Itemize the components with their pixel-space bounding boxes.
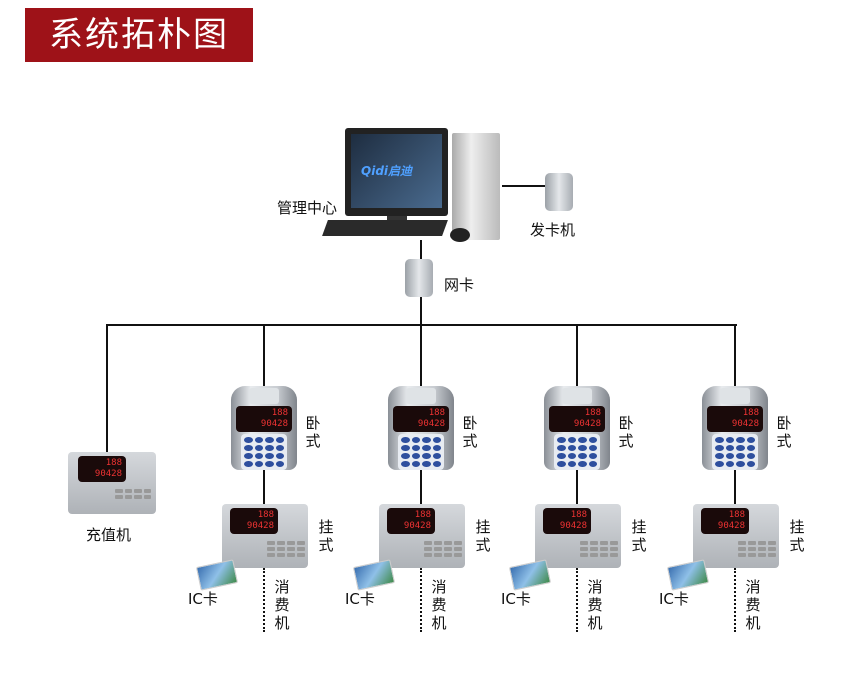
label-lie-type: 卧式: [618, 414, 634, 450]
network-card-icon: [405, 259, 433, 297]
label-wall-type: 挂式: [318, 518, 334, 554]
ic-card-icon: [666, 559, 710, 591]
label-ic-card: IC卡: [501, 590, 531, 608]
label-wall-type: 挂式: [789, 518, 805, 554]
label-lie-type: 卧式: [776, 414, 792, 450]
computer-icon: Qidi启迪: [322, 128, 505, 243]
label-ic-card: IC卡: [659, 590, 689, 608]
label-pos-machine: 消费机: [745, 578, 761, 632]
label-pos-machine: 消费机: [431, 578, 447, 632]
page-title: 系统拓朴图: [25, 8, 253, 62]
label-card-issuer: 发卡机: [530, 221, 576, 239]
ic-card-icon: [508, 559, 552, 591]
card-issuer-icon: [545, 173, 573, 211]
label-ic-card: IC卡: [345, 590, 375, 608]
label-ic-card: IC卡: [188, 590, 218, 608]
label-management: 管理中心: [277, 199, 338, 217]
label-lie-type: 卧式: [305, 414, 321, 450]
label-pos-machine: 消费机: [587, 578, 603, 632]
label-network-card: 网卡: [444, 276, 475, 294]
label-recharger: 充值机: [86, 526, 132, 544]
monitor-brand: Qidi启迪: [361, 164, 413, 178]
label-lie-type: 卧式: [462, 414, 478, 450]
label-wall-type: 挂式: [475, 518, 491, 554]
ic-card-icon: [195, 559, 239, 591]
label-wall-type: 挂式: [631, 518, 647, 554]
label-pos-machine: 消费机: [274, 578, 290, 632]
ic-card-icon: [352, 559, 396, 591]
